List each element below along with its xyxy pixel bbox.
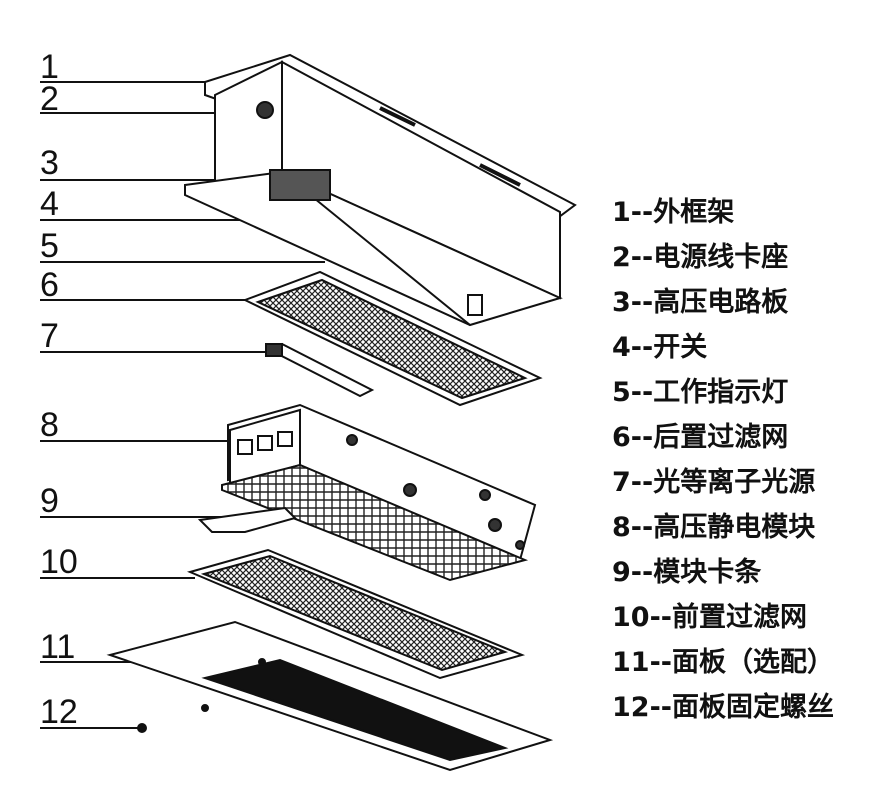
electrostatic-module: [221, 403, 537, 582]
legend-item-panel: 11--面板（选配）: [612, 647, 834, 678]
callout-4: 4: [40, 185, 59, 223]
legend-item-module-clip-bar: 9--模块卡条: [612, 557, 762, 588]
panel-screw: [137, 723, 147, 733]
callout-6: 6: [40, 266, 59, 304]
front-filter: [186, 548, 526, 680]
legend-item-plasma-light-source: 7--光等离子光源: [612, 467, 816, 498]
legend-item-rear-filter: 6--后置过滤网: [612, 422, 789, 453]
callout-5: 5: [40, 227, 59, 265]
plasma-light-source: [265, 342, 375, 398]
module-clip-bar: [197, 506, 297, 533]
callout-8: 8: [40, 406, 59, 444]
callout-9: 9: [40, 482, 59, 520]
legend-item-outer-frame: 1--外框架: [612, 197, 735, 228]
rear-filter: [242, 270, 543, 407]
legend-item-power-cord-clamp: 2--电源线卡座: [612, 242, 789, 273]
callout-2: 2: [40, 80, 59, 118]
legend-item-hv-circuit-board: 3--高压电路板: [612, 287, 789, 318]
callout-7: 7: [40, 317, 59, 355]
callout-11: 11: [40, 628, 76, 666]
legend-item-switch: 4--开关: [612, 332, 708, 363]
callout-12: 12: [40, 693, 78, 731]
outer-frame: [184, 53, 577, 327]
legend-item-front-filter: 10--前置过滤网: [612, 602, 807, 633]
callout-3: 3: [40, 144, 59, 182]
legend-item-electrostatic-module: 8--高压静电模块: [612, 512, 816, 543]
parts-legend: 1--外框架 2--电源线卡座 3--高压电路板 4--开关 5--工作指示灯 …: [612, 190, 882, 730]
legend-item-panel-screw: 12--面板固定螺丝: [612, 692, 834, 723]
front-panel: [106, 620, 554, 772]
callout-10: 10: [40, 543, 78, 581]
callout-1: 1: [40, 48, 59, 86]
legend-item-indicator-light: 5--工作指示灯: [612, 377, 789, 408]
